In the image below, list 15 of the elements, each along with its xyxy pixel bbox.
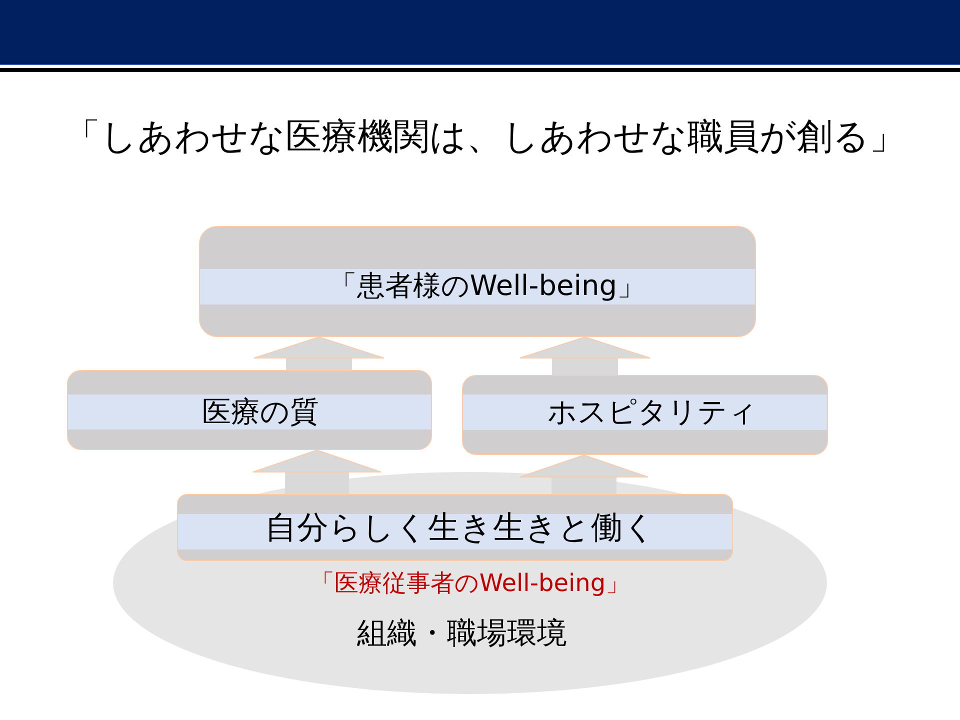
slide-title: 「しあわせな医療機関は、しあわせな職員が創る」: [64, 116, 906, 158]
block-arrow: [520, 454, 648, 494]
rounded-box: [462, 375, 828, 455]
box-label: ホスピタリティ: [547, 396, 758, 429]
rounded-box: [67, 370, 432, 450]
rounded-box: [199, 226, 756, 337]
rounded-box: [177, 494, 733, 561]
block-arrow: [252, 450, 382, 494]
block-arrow: [520, 336, 650, 375]
ellipse-label: 組織・職場環境: [357, 616, 567, 652]
box-label: 「患者様のWell-being」: [328, 270, 646, 302]
block-arrow: [254, 336, 384, 370]
ellipse-heading: 「医療従事者のWell-being」: [310, 570, 630, 598]
box-label: 医療の質: [202, 395, 319, 429]
box-label: 自分らしく生き生きと働く: [265, 510, 656, 546]
